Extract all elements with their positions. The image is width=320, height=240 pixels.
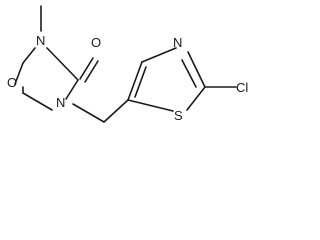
bond-lines <box>14 5 237 123</box>
bond-ch2-thiazole <box>103 99 129 123</box>
bond-n-ch2-linker <box>72 103 105 123</box>
bond-c5-c4-inner <box>134 66 147 98</box>
bond-n-top-ch2 <box>22 47 36 64</box>
bond-s-c5 <box>127 99 174 112</box>
atom-s-thiazole: S <box>174 108 183 123</box>
bond-n-c2-inner <box>181 59 197 88</box>
bond-carbonyl-double-2 <box>84 60 99 83</box>
atom-n-top: N <box>36 33 45 48</box>
atom-o-carbonyl: O <box>91 35 101 50</box>
atom-n-bottom: N <box>56 95 65 110</box>
bond-carbonyl-double-1 <box>79 57 94 80</box>
bond-c2-s <box>186 86 206 111</box>
atom-labels: N O O N N S Cl <box>7 33 248 123</box>
bond-ch2-n-bottom <box>22 92 53 111</box>
bond-carbonyl-n-top <box>46 47 79 81</box>
bond-ch2-o <box>14 62 24 85</box>
chemical-structure: N O O N N S Cl <box>7 5 248 123</box>
bond-c4-n <box>141 47 177 63</box>
bond-n-bottom-carbonyl <box>65 79 79 100</box>
atom-n-thiazole: N <box>173 35 182 50</box>
bond-n-c2 <box>187 51 206 88</box>
atom-o-ring: O <box>7 75 17 90</box>
atom-cl: Cl <box>236 80 248 95</box>
bond-c5-c4 <box>127 61 143 101</box>
